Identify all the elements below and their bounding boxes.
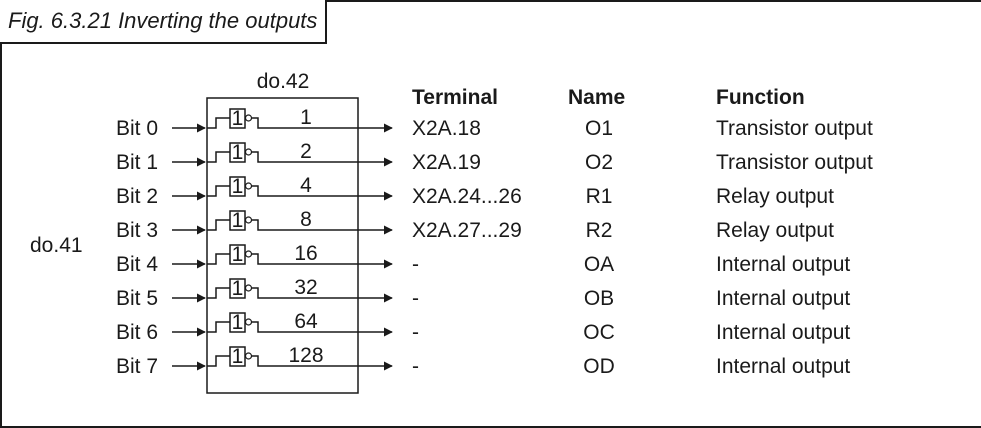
function-cell: Internal output: [716, 321, 850, 344]
figure-caption: Fig. 6.3.21 Inverting the outputs: [8, 8, 318, 33]
gate-output-wire: [251, 287, 338, 299]
name-header: Name: [568, 86, 625, 109]
bit-label: Bit 0: [116, 117, 158, 140]
inversion-block: [206, 97, 359, 394]
bit-value: 4: [300, 174, 312, 197]
input-param-label: do.41: [30, 234, 83, 257]
inverter-gate-label: 1: [232, 277, 244, 300]
inversion-bubble: [244, 182, 253, 190]
bit-label: Bit 4: [116, 253, 158, 276]
gate-input-wire: [207, 185, 230, 197]
bit-value: 1: [300, 106, 312, 129]
bit-label: Bit 5: [116, 287, 158, 310]
bit-label: Bit 2: [116, 185, 158, 208]
function-cell: Internal output: [716, 355, 850, 378]
function-header: Function: [716, 86, 805, 109]
caption-box: Fig. 6.3.21 Inverting the outputs: [0, 0, 328, 44]
bit-value: 16: [294, 242, 317, 265]
terminal-cell: -: [412, 355, 419, 378]
terminal-cell: -: [412, 321, 419, 344]
terminal-header: Terminal: [412, 86, 498, 109]
inverter-gate-label: 1: [232, 243, 244, 266]
bit-value: 8: [300, 208, 312, 231]
inversion-bubble: [244, 148, 253, 156]
terminal-cell: X2A.27...29: [412, 219, 522, 242]
gate-output-wire: [251, 321, 338, 333]
function-cell: Transistor output: [716, 151, 873, 174]
gate-output-wire: [251, 185, 338, 197]
gate-output-wire: [251, 151, 338, 163]
gate-output-wire: [251, 219, 338, 231]
inverter-gate-label: 1: [232, 107, 244, 130]
bit-label: Bit 3: [116, 219, 158, 242]
function-cell: Relay output: [716, 185, 834, 208]
inversion-bubble: [244, 284, 253, 292]
terminal-cell: X2A.19: [412, 151, 481, 174]
bit-value: 64: [294, 310, 318, 333]
name-cell: R2: [586, 219, 613, 242]
gate-input-wire: [207, 151, 230, 163]
gate-output-wire: [251, 253, 338, 265]
inverter-gate-label: 1: [232, 175, 244, 198]
inverter-gate-label: 1: [232, 209, 244, 232]
output-param-label: do.42: [257, 70, 310, 93]
name-cell: OB: [584, 287, 614, 310]
bit-label: Bit 7: [116, 355, 158, 378]
name-cell: OD: [583, 355, 615, 378]
gate-output-wire: [251, 117, 338, 129]
bit-label: Bit 6: [116, 321, 158, 344]
inverter-gate-label: 1: [232, 345, 244, 368]
function-cell: Relay output: [716, 219, 834, 242]
terminal-cell: X2A.24...26: [412, 185, 522, 208]
bit-value: 128: [288, 344, 323, 367]
gate-output-wire: [251, 355, 338, 367]
gate-input-wire: [207, 321, 230, 333]
inversion-bubble: [244, 352, 253, 360]
gate-input-wire: [207, 253, 230, 265]
terminal-cell: -: [412, 253, 419, 276]
function-cell: Internal output: [716, 287, 850, 310]
gate-input-wire: [207, 355, 230, 367]
name-cell: R1: [586, 185, 613, 208]
terminal-cell: X2A.18: [412, 117, 481, 140]
inversion-bubble: [244, 318, 253, 326]
function-cell: Transistor output: [716, 117, 873, 140]
bit-value: 32: [294, 276, 317, 299]
gate-input-wire: [207, 287, 230, 299]
bit-value: 2: [300, 140, 312, 163]
inverter-gate-label: 1: [232, 311, 244, 334]
inversion-bubble: [244, 250, 253, 258]
inversion-bubble: [244, 216, 253, 224]
gate-input-wire: [207, 117, 230, 129]
name-cell: O1: [585, 117, 613, 140]
terminal-cell: -: [412, 287, 419, 310]
name-cell: O2: [585, 151, 613, 174]
inverter-gate-label: 1: [232, 141, 244, 164]
inversion-bubble: [244, 114, 253, 122]
name-cell: OA: [584, 253, 614, 276]
name-cell: OC: [583, 321, 615, 344]
gate-input-wire: [207, 219, 230, 231]
bit-label: Bit 1: [116, 151, 158, 174]
function-cell: Internal output: [716, 253, 850, 276]
